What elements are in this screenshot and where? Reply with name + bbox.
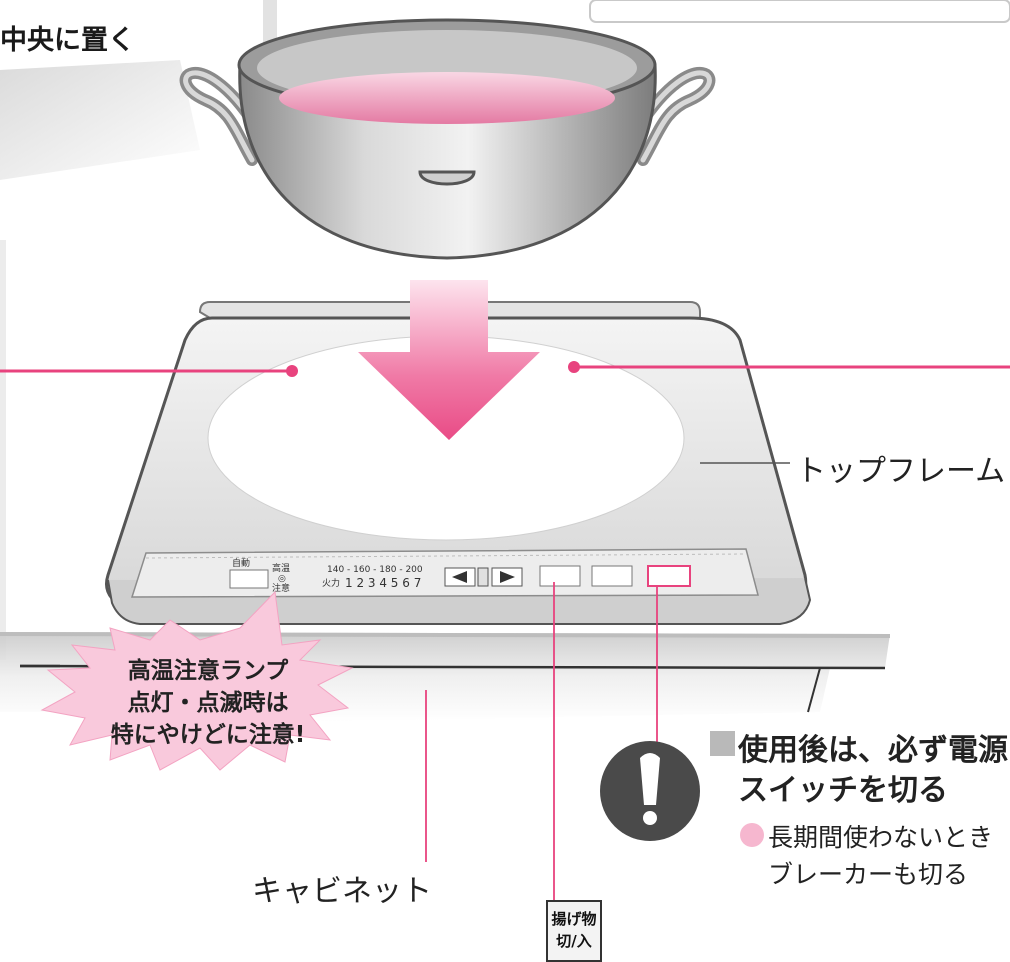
cabinet-label: キャビネット (252, 874, 432, 909)
fry-label-line-2: 切/入 (556, 932, 592, 950)
warning-line-1: 使用後は、必ず電源 (738, 733, 1008, 768)
pot (179, 18, 716, 260)
burst-line-2: 点灯・点滅時は (127, 690, 289, 716)
panel-levels: 1 2 3 4 5 6 7 (345, 576, 421, 590)
warning-line-2: スイッチを切る (738, 773, 948, 808)
warning-burst (40, 590, 354, 771)
fry-button-label: 揚げ物 切/入 (546, 900, 602, 962)
svg-text:高温: 高温 (272, 562, 290, 574)
svg-text:火力: 火力 (322, 577, 340, 589)
wall-shade (0, 60, 200, 180)
timer-button (591, 565, 633, 587)
pot-spout (418, 170, 476, 186)
cooktop: 自動 高温 ◎ 注意 140 - 160 - 180 - 200 火力 1 2 … (105, 301, 812, 625)
svg-text:◎: ◎ (278, 574, 286, 584)
down-arrow (358, 280, 540, 440)
note-line-2: ブレーカーも切る (768, 860, 969, 889)
exclamation-icon (600, 741, 700, 841)
note-dot-icon (740, 823, 764, 847)
svg-text:注意: 注意 (272, 582, 290, 594)
power-switch (647, 565, 691, 587)
burst-line-3: 特にやけどに注意! (110, 722, 306, 748)
fry-label-line-1: 揚げ物 (551, 910, 597, 928)
top-box-outline (589, 0, 1010, 23)
mode-button (229, 569, 269, 589)
pot-oil (279, 72, 615, 124)
fry-button (539, 565, 581, 587)
title: 中央に置く (0, 25, 135, 56)
left-callout-dot (286, 365, 298, 377)
burst-warning-text: 高温注意ランプ 点灯・点滅時は 特にやけどに注意! (58, 655, 358, 751)
note-line-1: 長期間使わないとき (768, 823, 994, 852)
panel-temps: 140 - 160 - 180 - 200 (327, 565, 423, 575)
top-frame-label: トップフレーム (796, 454, 1006, 489)
panel-mode-label: 自動 (232, 557, 250, 569)
right-callout-dot (568, 361, 580, 373)
burst-line-1: 高温注意ランプ (127, 658, 289, 684)
warning-square-icon (710, 731, 735, 756)
